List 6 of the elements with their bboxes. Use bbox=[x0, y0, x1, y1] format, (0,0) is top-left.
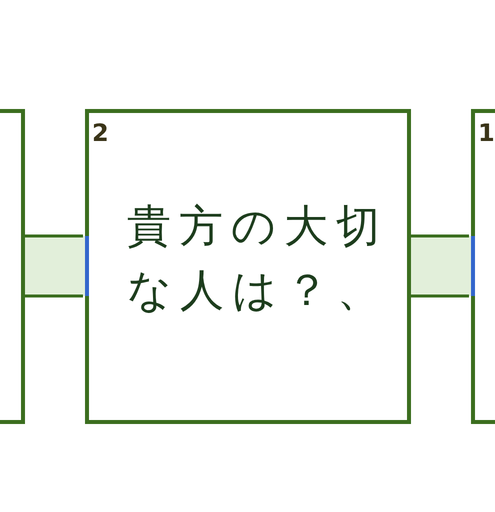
handwritten-question: 貴方の大切な人は？、 bbox=[127, 200, 390, 318]
connector-band bbox=[410, 234, 475, 298]
panel-number: 1 bbox=[478, 121, 495, 145]
connector-band bbox=[24, 234, 89, 298]
panel-number: 2 bbox=[92, 121, 109, 145]
panel-box bbox=[85, 109, 411, 424]
